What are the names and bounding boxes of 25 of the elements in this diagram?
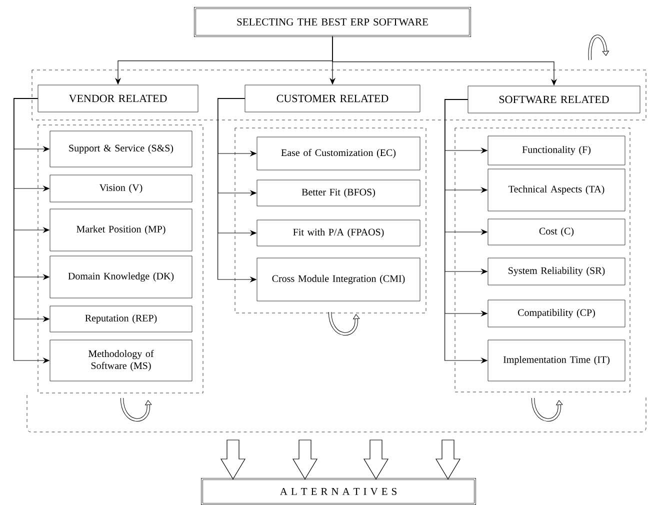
block-arrow (435, 440, 461, 480)
block-arrow (220, 440, 246, 480)
criterion-box: Vision (V) (50, 174, 192, 202)
criterion-box: Domain Knowledge (DK) (50, 256, 192, 298)
block-arrow (363, 440, 389, 480)
criterion-box: Functionality (F) (488, 136, 626, 166)
criterion-box: Support & Service (S&S) (50, 130, 192, 168)
criterion-box: Implementation Time (IT) (488, 340, 626, 382)
block-arrow (292, 440, 318, 480)
criterion-box: Cross Module Integration (CMI) (256, 258, 420, 302)
title-box: SELECTING THE BEST ERP SOFTWARE (194, 7, 471, 37)
criterion-box: Compatibility (CP) (488, 300, 626, 328)
criterion-box: Market Position (MP) (50, 208, 192, 252)
criterion-box: System Reliability (SR) (488, 258, 626, 286)
category-box: VENDOR RELATED (38, 84, 198, 112)
criterion-box: Fit with P/A (FPAOS) (256, 220, 420, 246)
criterion-box: Better Fit (BFOS) (256, 180, 420, 206)
criterion-box: Cost (C) (488, 218, 626, 246)
category-box: CUSTOMER RELATED (244, 84, 420, 112)
alternatives-box: A L T E R N A T I V E S (201, 478, 476, 505)
criterion-box: Technical Aspects (TA) (488, 168, 626, 212)
criterion-box: Ease of Customization (EC) (256, 136, 420, 170)
criterion-box: Reputation (REP) (50, 306, 192, 332)
category-box: SOFTWARE RELATED (468, 86, 640, 114)
criterion-box: Methodology of Software (MS) (50, 340, 192, 382)
